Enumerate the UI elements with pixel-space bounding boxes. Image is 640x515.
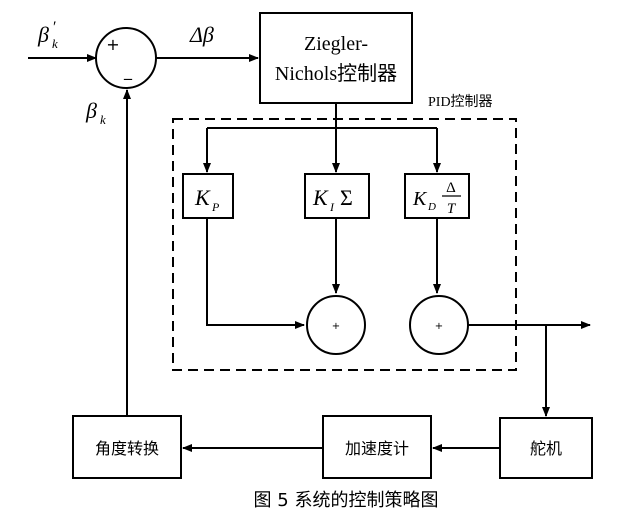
svg-text:K: K: [194, 185, 211, 210]
svg-text:K: K: [312, 185, 329, 210]
angle-convert-block: 角度转换: [72, 415, 182, 479]
kp-output-arrow: [206, 218, 305, 329]
svg-text:K: K: [412, 188, 428, 210]
svg-text:β: β: [85, 98, 97, 123]
main-summing-junction: + _: [95, 27, 157, 89]
controller-line1: Ziegler-: [304, 33, 368, 55]
svg-text:D: D: [427, 201, 436, 213]
svg-text:k: k: [100, 112, 106, 127]
svg-text:+: +: [332, 321, 340, 332]
svg-text:Δ: Δ: [446, 180, 456, 196]
pi-summing-junction: +: [306, 295, 366, 355]
ziegler-nichols-controller-block: Ziegler- Nichols控制器: [259, 12, 413, 104]
svg-text:加速度计: 加速度计: [345, 439, 409, 458]
svg-text:+: +: [435, 321, 443, 332]
kd-gain-block: K D Δ T: [404, 173, 470, 219]
svg-text:k: k: [52, 36, 58, 51]
error-label: Δβ: [189, 22, 214, 47]
svg-text:β: β: [37, 22, 49, 47]
figure-caption: 图 5 系统的控制策略图: [254, 490, 439, 511]
svg-text:舵机: 舵机: [530, 439, 562, 458]
summer-plus-sign: +: [106, 35, 119, 54]
ki-gain-block: K I Σ: [304, 173, 370, 219]
feedback-label: β k: [85, 98, 106, 127]
servo-block: 舵机: [499, 417, 593, 479]
svg-text:P: P: [211, 200, 220, 214]
pid-summing-junction: +: [409, 295, 469, 355]
summer-minus-sign: _: [123, 61, 133, 81]
reference-input-label: β ′ k: [37, 19, 58, 51]
svg-text:角度转换: 角度转换: [95, 439, 159, 458]
svg-text:′: ′: [52, 19, 56, 36]
pid-group-label: PID控制器: [428, 94, 493, 110]
svg-text:I: I: [329, 200, 335, 214]
gain-distribution-lines: [203, 103, 441, 173]
accelerometer-block: 加速度计: [322, 415, 432, 479]
kp-gain-block: K P: [182, 173, 234, 219]
controller-line2: Nichols控制器: [275, 62, 397, 85]
svg-text:Σ: Σ: [340, 185, 353, 210]
pid-controller-group: [172, 118, 517, 371]
svg-text:T: T: [447, 201, 457, 217]
